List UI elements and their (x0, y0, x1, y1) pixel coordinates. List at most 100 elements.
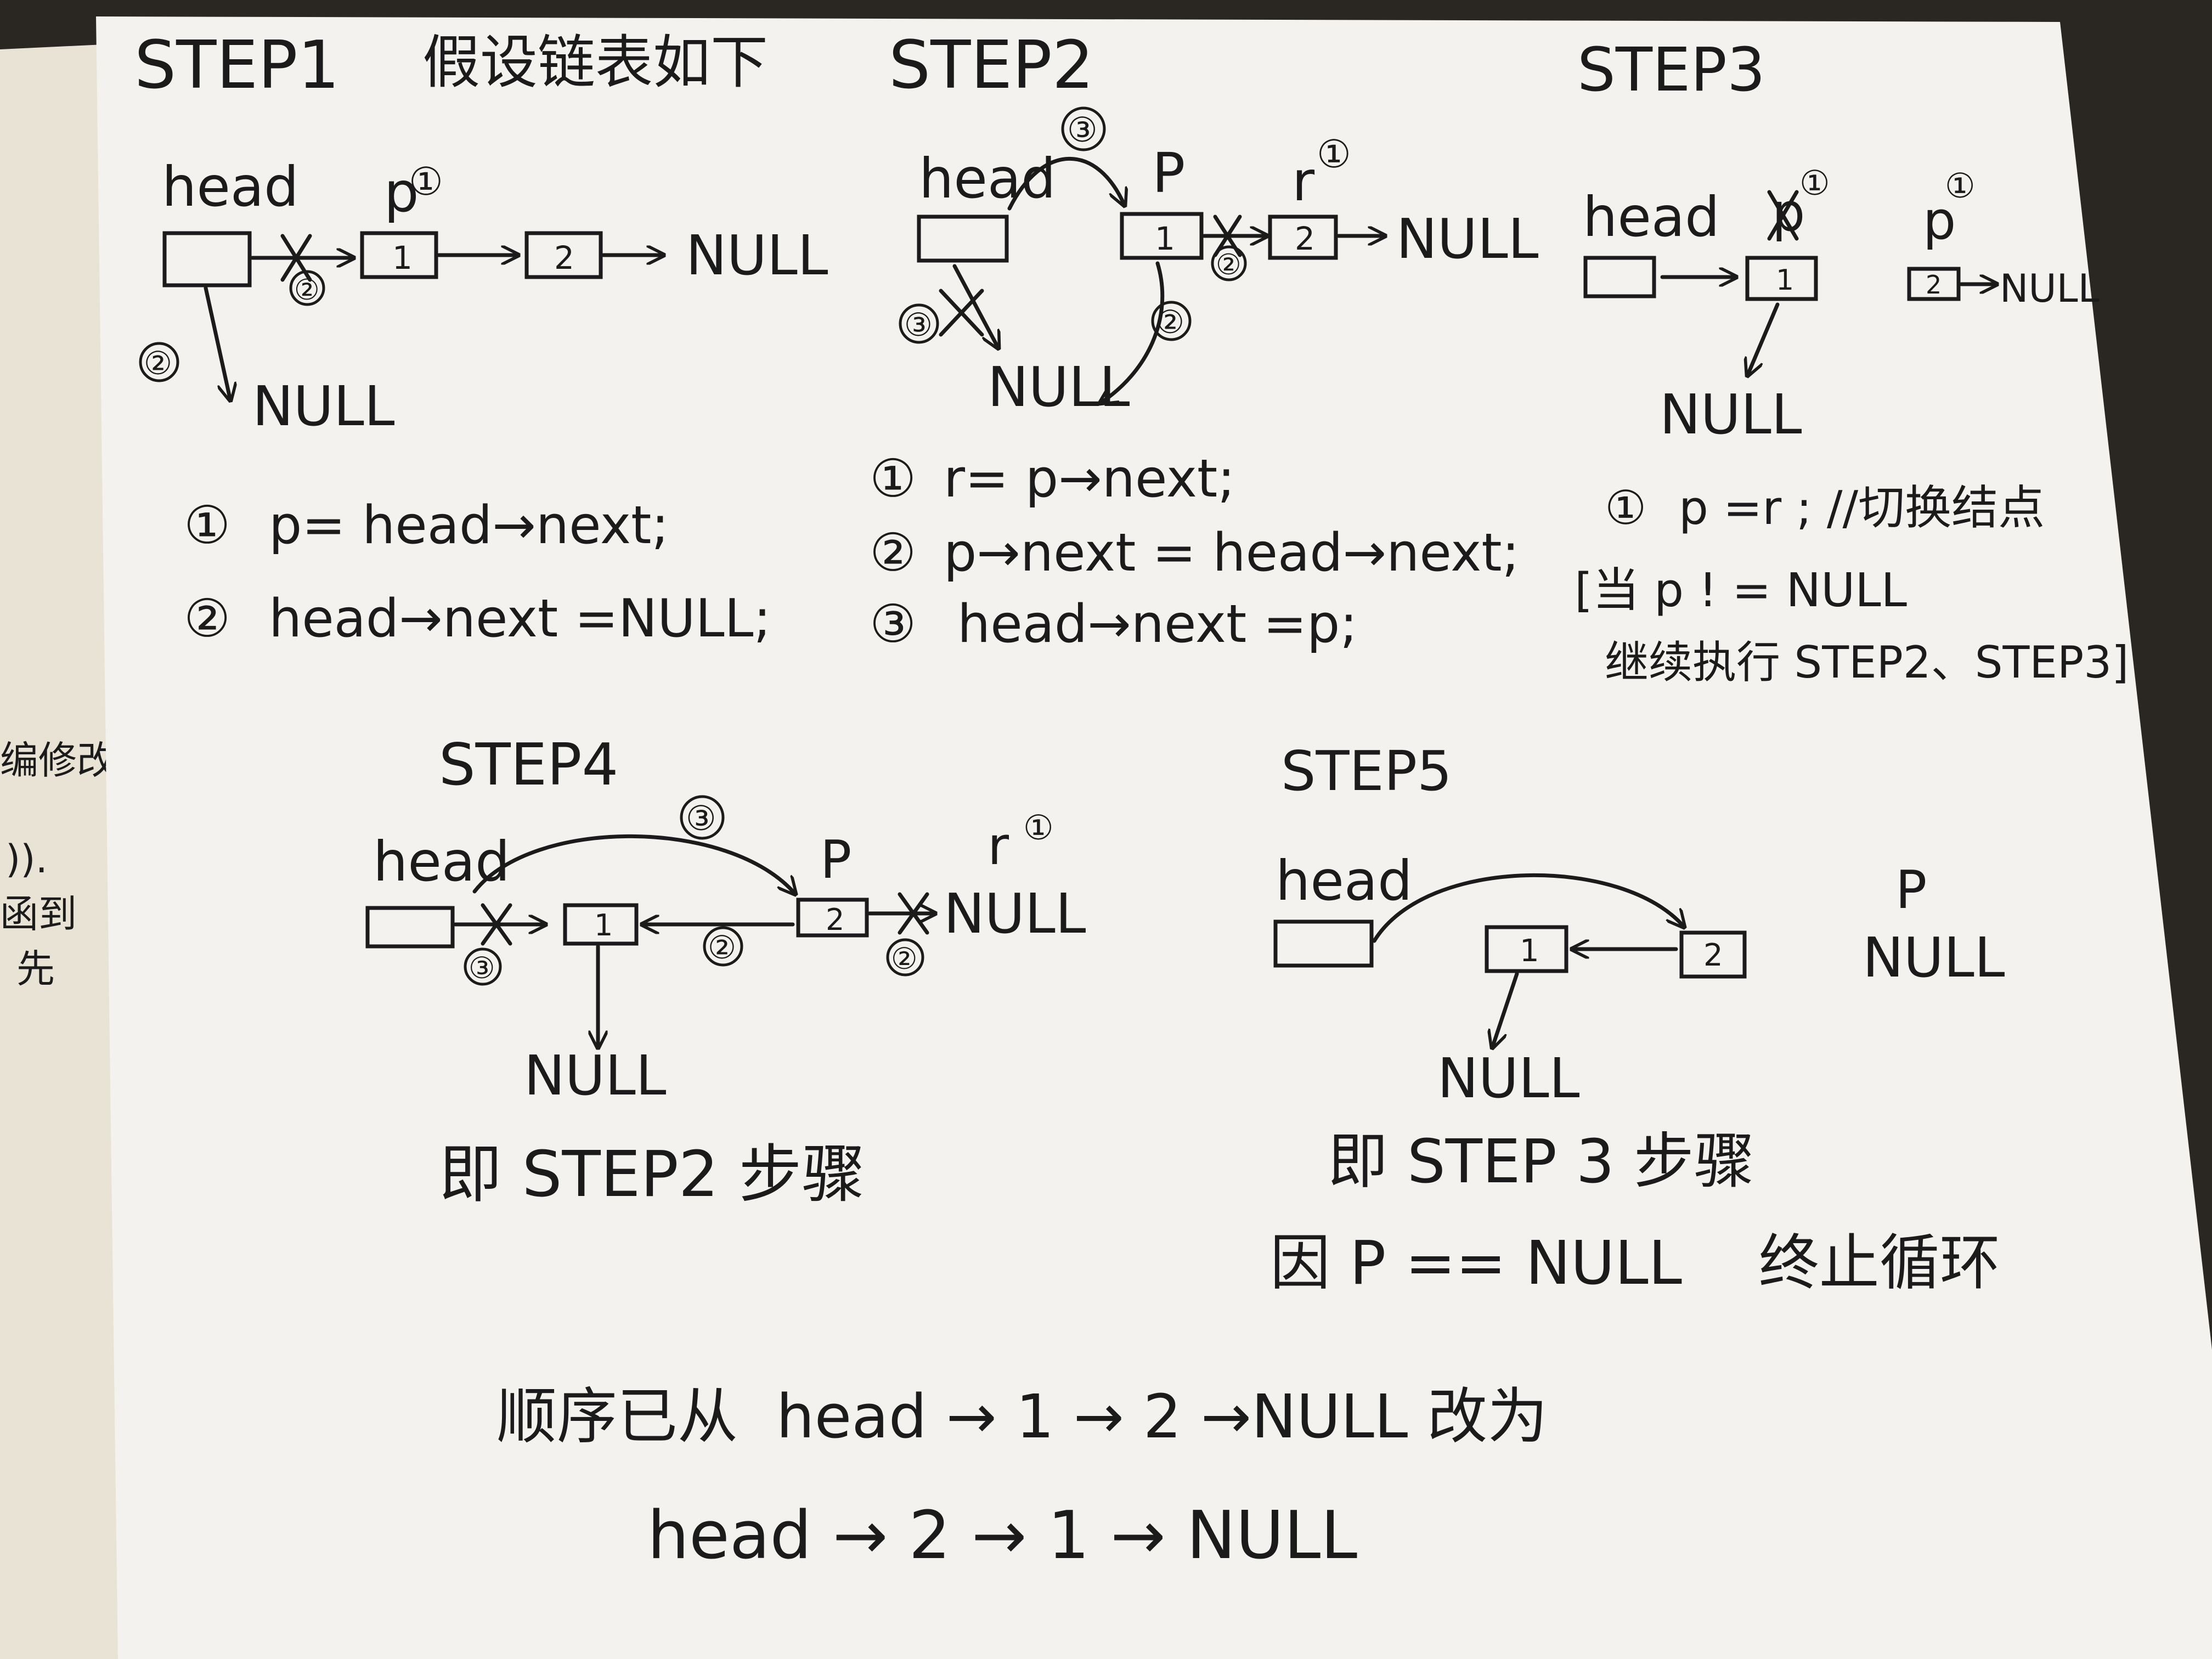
step5-head-label: head (1276, 849, 1413, 913)
step4-caption: 即 STEP2 步骤 (439, 1138, 865, 1211)
step1-head-label: head (162, 155, 299, 219)
step1-down-circle (139, 342, 179, 382)
step3-code-num-1: ① (1605, 481, 1646, 535)
step5-node1-value: 1 (1520, 933, 1539, 969)
step2-null-right: NULL (1396, 207, 1539, 271)
step4-r-mark: ① (1023, 808, 1054, 848)
book-edge-text: 编修改 )). 函到 先 (0, 738, 115, 991)
step1-code-num-1: ① (184, 495, 230, 556)
step4-head-box (365, 906, 455, 949)
step2-cut-left-mark: ③ (904, 306, 933, 343)
conclusion: 顺序已从 head → 1 → 2 →NULL 改为 head → 2 → 1 … (496, 1381, 1548, 1574)
book-text-line: 编修改 (0, 738, 115, 783)
step4-mid-circle (703, 926, 743, 967)
step2-arrow-node1-to-null (1100, 261, 1165, 403)
step2-node1-box (1120, 212, 1204, 260)
step5-p-null: NULL (1863, 926, 2005, 990)
step4-cut-right (898, 892, 929, 935)
step5-title: STEP5 (1281, 739, 1452, 803)
step4-cut-left-circle (464, 947, 502, 986)
step1-p-label: p (384, 160, 419, 224)
step3-null-down: NULL (1660, 382, 1802, 447)
step2-top-mark: ③ (1067, 110, 1098, 150)
step2-node1-value: 1 (1155, 220, 1175, 257)
step4-title: STEP4 (439, 731, 618, 798)
step2-code-num-3: ③ (870, 594, 916, 654)
step5-node1-box (1485, 925, 1568, 973)
step1-null-down: NULL (252, 374, 395, 438)
step4-cut-left-mark: ③ (469, 951, 495, 985)
step4-node1-box (563, 903, 639, 946)
step4-head-label: head (373, 830, 510, 894)
step2-arrow-head-to-p (1007, 157, 1125, 208)
step3-p-old-cross (1767, 190, 1799, 241)
book-text-line: 函到 (0, 891, 77, 936)
step1-title: STEP1 (134, 27, 340, 104)
step2-cut-mid-mark: ② (1216, 249, 1242, 281)
step3-note-2: 继续执行 STEP2、STEP3] (1605, 637, 2129, 688)
step1-code-line-1: p= head→next; (269, 495, 669, 556)
step3-code-line-1: p =r ; //切换结点 (1679, 481, 2045, 535)
step1-subtitle: 假设链表如下 (422, 29, 768, 96)
step5-head-box (1273, 919, 1374, 968)
step3-node2-value: 2 (1926, 270, 1942, 300)
step1-arrow-head-to-null (204, 286, 230, 400)
step2-curve-mark: ② (1156, 303, 1184, 341)
step2-code-line-1: r= p→next; (944, 449, 1235, 509)
paper-sheet (96, 16, 2212, 1659)
step4-node2-value: 2 (826, 902, 844, 937)
step4-node2-box (796, 898, 869, 938)
step2-cut-mid-circle (1211, 245, 1247, 281)
step4-p-label: P (820, 830, 851, 890)
step3-section: STEP3 head p ① 1 NULL p ① 2 NULL ① p =r … (1575, 35, 2129, 688)
step2-null-down: NULL (988, 355, 1130, 419)
step5-null-down: NULL (1437, 1046, 1580, 1110)
step3-note-1: [当 p ! = NULL (1575, 563, 1907, 618)
step5-p-label: P (1895, 860, 1927, 921)
book-page (0, 44, 132, 1659)
step2-r-mark: ① (1317, 132, 1351, 177)
step1-p-mark: ① (409, 159, 443, 204)
step2-head-label: head (919, 146, 1056, 211)
step1-code-num-2: ② (184, 589, 230, 649)
step4-mid-mark: ② (708, 929, 736, 966)
step2-head-box (917, 215, 1009, 263)
step2-code-num-2: ② (870, 523, 916, 583)
step3-head-label: head (1583, 185, 1720, 249)
conclusion-line-2: head → 2 → 1 → NULL (647, 1498, 1357, 1574)
step1-code-line-2: head→next =NULL; (269, 589, 771, 649)
step1-down-mark: ② (144, 345, 172, 382)
step4-r-label: r (988, 816, 1009, 877)
step4-null-down: NULL (524, 1043, 667, 1108)
step5-arrow-node1-to-null (1492, 972, 1519, 1048)
step4-null-right: NULL (944, 882, 1086, 946)
step1-cut-mark-num: ② (294, 274, 320, 307)
step5-caption-2: 因 P == NULL 终止循环 (1270, 1228, 2000, 1298)
step3-arrow-node1-to-null (1747, 302, 1780, 376)
step1-head-box (162, 231, 252, 287)
step4-top-mark: ③ (686, 798, 716, 838)
step2-node2-box (1268, 215, 1338, 260)
step4-top-circle (680, 795, 725, 840)
step2-curve-circle (1151, 301, 1192, 341)
step4-cut-right-mark: ② (891, 941, 917, 976)
conclusion-line-1: 顺序已从 head → 1 → 2 →NULL 改为 (496, 1381, 1548, 1452)
step3-p-old-mark: ① (1799, 163, 1830, 203)
step5-section: STEP5 head 1 2 P NULL NULL 即 STEP 3 步骤 因… (1270, 739, 2005, 1298)
step3-title: STEP3 (1577, 35, 1765, 105)
step1-node1-box (360, 231, 438, 279)
step1-cut-circle (289, 270, 325, 306)
step2-section: STEP2 head ③ P 1 ② r ① 2 NULL ③ ② NULL ①… (870, 27, 1539, 654)
step2-cut-left (939, 289, 984, 337)
step3-node2-box (1907, 267, 1961, 301)
step1-section: STEP1 假设链表如下 head ② p ① 1 2 NULL ② NULL … (134, 27, 828, 649)
step2-arrow-head-to-null (952, 264, 998, 348)
step3-p-new-label: p (1923, 191, 1956, 251)
step5-arrow-head-to-node2 (1372, 873, 1684, 943)
step2-title: STEP2 (889, 27, 1094, 104)
step4-cut-left (481, 903, 512, 946)
step1-null-right: NULL (686, 223, 828, 287)
step1-node1-value: 1 (392, 239, 413, 276)
step2-r-label: r (1292, 149, 1315, 213)
